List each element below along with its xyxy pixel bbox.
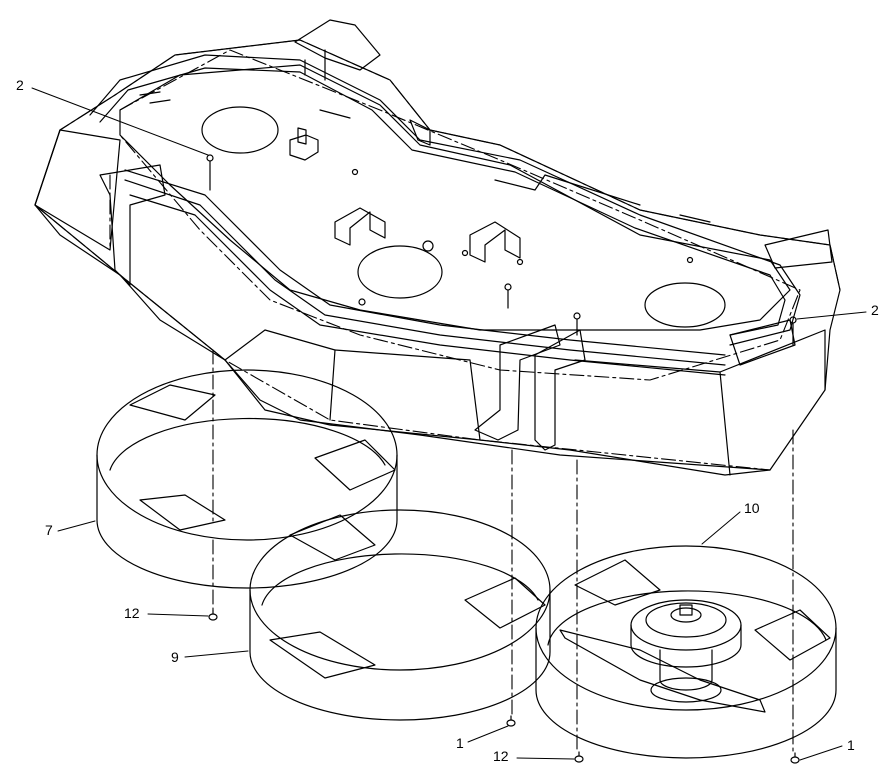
spindle-body [660, 650, 712, 690]
callout-1-right: 1 [847, 737, 855, 753]
deck-top-inner [120, 65, 790, 330]
bolt-2-left [207, 155, 213, 161]
fasteners [209, 610, 799, 763]
deck-bracket-center-right [470, 222, 520, 262]
leader-7 [58, 521, 95, 531]
baffle-10-top-rim [536, 546, 836, 710]
deck-hole [423, 241, 433, 251]
deck-spindle-hole-center [358, 246, 442, 298]
deck-hole [359, 299, 365, 305]
leader-1-center [468, 726, 508, 742]
deck-top-outline [35, 40, 840, 470]
baffle-9-fin-right [465, 578, 545, 628]
leader-12-bottom [517, 758, 574, 759]
spindle-housing [631, 625, 741, 667]
deck-front-rail-inner [125, 180, 725, 365]
bolt-1-right [791, 757, 799, 763]
baffle-9 [250, 510, 550, 720]
deck-hole [688, 258, 693, 263]
callout-1-center: 1 [456, 735, 464, 751]
deck-bracket-center-left [335, 208, 385, 245]
callout-7: 7 [45, 522, 53, 538]
baffle-10-fin-right [755, 610, 830, 660]
deck-spindle-hole-right [645, 283, 725, 327]
phantom-inner-loop [120, 50, 800, 380]
baffle-7-wall [97, 455, 397, 588]
phantom-outline-front [35, 205, 770, 470]
baffle-10-fin-rear [575, 560, 660, 605]
deck-front-rail-low [130, 195, 725, 375]
deck-rear-slot [320, 110, 350, 118]
leader-10 [702, 512, 740, 544]
spindle-shaft [680, 605, 692, 615]
callout-2-right: 2 [871, 302, 879, 318]
baffle-9-inner-rim [262, 554, 538, 605]
deck-rear-slot [495, 175, 640, 205]
deck-hole [463, 251, 468, 256]
leader-9 [185, 651, 248, 657]
deck-rail-outer [90, 55, 800, 345]
baffle-9-wall [250, 590, 550, 720]
spindle-pulley-inner [646, 603, 726, 637]
deck-front-bracket-center-2 [535, 330, 585, 450]
leader-12-left [148, 614, 208, 616]
bolt-2-center [505, 284, 511, 290]
bolt-12-left [209, 614, 217, 620]
deck-right-plate [730, 320, 795, 365]
mower-blade [560, 630, 765, 712]
spindle-base [651, 678, 721, 702]
deck-front-bracket-center [475, 325, 560, 440]
deck-rear-bracket [295, 20, 380, 80]
bolt-1-center [507, 720, 515, 726]
baffle-10-wall [536, 628, 836, 758]
deck-rear-bracket-flap [410, 120, 430, 145]
bolt-2-front [574, 313, 580, 319]
leader-2-right [797, 312, 866, 319]
deck-rear-slot [140, 92, 170, 103]
leader-2-left [32, 88, 208, 155]
leader-lines [32, 88, 866, 760]
callout-12-left: 12 [124, 605, 140, 621]
baffle-7-fin-right [315, 440, 395, 490]
callout-9: 9 [171, 649, 179, 665]
deck-idler-post [290, 128, 318, 160]
baffle-9-fin-rear [290, 515, 375, 560]
deck-right-skirt [720, 330, 825, 390]
deck-front-rail [125, 170, 725, 355]
bolt-12-bottom [575, 756, 583, 762]
deck-right-corner-plate [765, 230, 832, 268]
baffle-10 [536, 546, 836, 758]
callout-10: 10 [744, 500, 760, 516]
spindle-hub [671, 608, 701, 622]
leader-1-right [800, 746, 842, 760]
deck-hole [518, 260, 523, 265]
phantom-lines [35, 40, 840, 752]
baffle-7-fin-front [140, 495, 225, 530]
deck-hole [353, 170, 358, 175]
baffle-7-inner-rim [110, 418, 385, 470]
baffle-7 [97, 370, 397, 588]
callout-2-left: 2 [16, 77, 24, 93]
baffle-9-top-rim [250, 510, 550, 670]
baffle-9-fin-front [270, 632, 375, 678]
deck-front-skirt [225, 330, 335, 420]
phantom-outline-deck [35, 40, 840, 290]
deck-spindle-hole-left [202, 107, 278, 153]
deck-rail-inner [100, 68, 785, 335]
deck-front-skirt-2 [335, 350, 480, 440]
mower-deck-housing [35, 20, 840, 475]
deck-rear-slot [680, 215, 710, 222]
deck-front-bracket-left [100, 165, 165, 285]
baffle-10-inner-rim [548, 591, 826, 645]
callout-12-bottom: 12 [493, 748, 509, 764]
baffle-7-fin-rear [130, 385, 215, 420]
